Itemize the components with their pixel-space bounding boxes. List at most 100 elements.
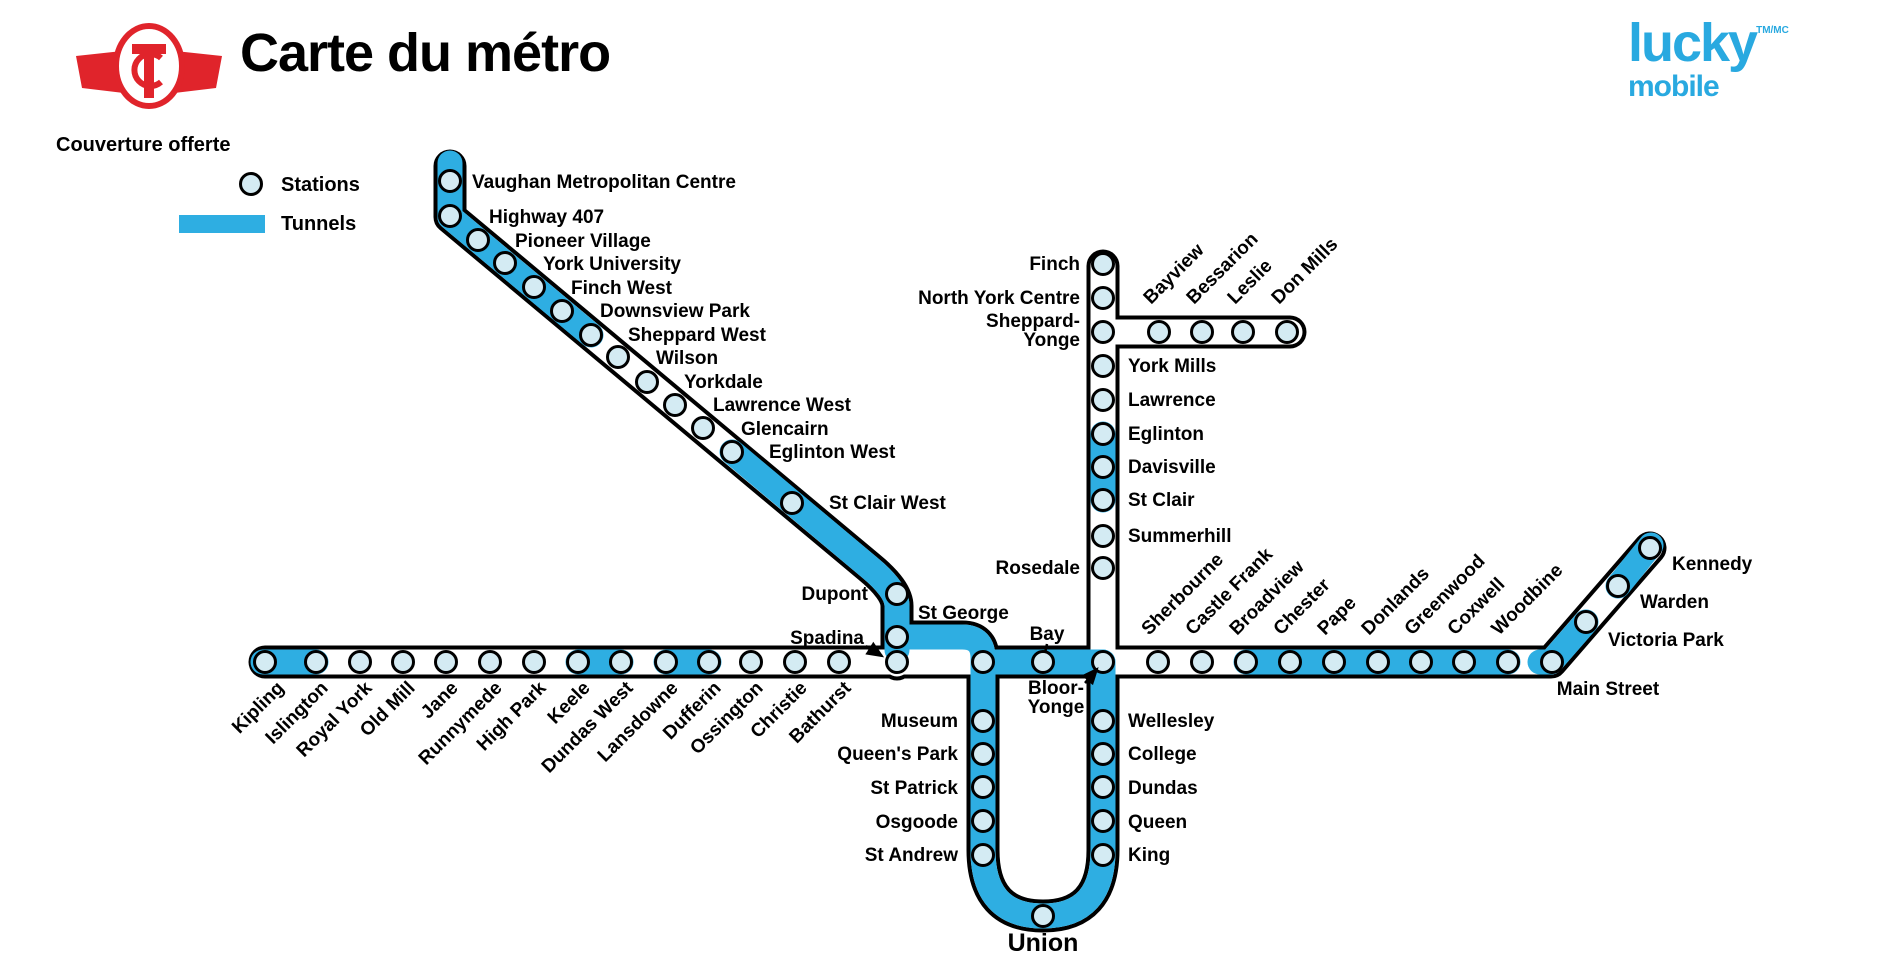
station-old-mill [391, 650, 415, 674]
label-summerhill: Summerhill [1128, 526, 1231, 547]
legend-title: Couverture offerte [56, 134, 231, 156]
station-broadview [1234, 650, 1258, 674]
label-queen-s-park: Queen's Park [837, 744, 958, 765]
label-sheppard-west: Sheppard West [628, 325, 767, 346]
label-wilson: Wilson [656, 348, 718, 369]
label-lawrence-west: Lawrence West [713, 395, 852, 416]
bloor-yonge-pointer [1081, 667, 1099, 686]
label-rosedale: Rosedale [996, 558, 1080, 579]
station-leslie [1231, 320, 1255, 344]
station-glencairn [691, 416, 715, 440]
label-college: College [1128, 744, 1197, 765]
label-pioneer-village: Pioneer Village [515, 231, 651, 252]
station-sheppard-yonge [1091, 320, 1115, 344]
label-main-street: Main Street [1557, 679, 1660, 700]
station-bathurst [827, 650, 851, 674]
station-bayview [1147, 320, 1171, 344]
station-osgoode [971, 809, 995, 833]
station-royal-york [348, 650, 372, 674]
station-kipling [253, 650, 277, 674]
label-york-university: York University [543, 254, 681, 275]
station-bessarion [1190, 320, 1214, 344]
legend-stations-label: Stations [281, 174, 360, 196]
station-sheppard-west [579, 323, 603, 347]
station-st-andrew [971, 843, 995, 867]
station-st-clair [1091, 488, 1115, 512]
station-christie [783, 650, 807, 674]
station-pape [1322, 650, 1346, 674]
label-highway-407: Highway 407 [489, 207, 604, 228]
station-king [1091, 843, 1115, 867]
station-keele [566, 650, 590, 674]
label-don-mills: Don Mills [1268, 234, 1343, 309]
label-king: King [1128, 845, 1170, 866]
station-bay [1031, 650, 1055, 674]
station-dundas [1091, 775, 1115, 799]
ttc-logo-emblem [76, 23, 222, 109]
station-lansdowne [654, 650, 678, 674]
station-dufferin [697, 650, 721, 674]
station-wilson [606, 345, 630, 369]
station-dundas-west [609, 650, 633, 674]
station-jane [434, 650, 458, 674]
label-wellesley: Wellesley [1128, 711, 1215, 732]
label-dundas: Dundas [1128, 778, 1198, 799]
station-woodbine [1496, 650, 1520, 674]
label-museum: Museum [881, 711, 958, 732]
ttc-logo [76, 23, 222, 109]
station-lawrence-west [663, 393, 687, 417]
label-st-clair-west: St Clair West [829, 493, 947, 514]
station-downsview-park [550, 299, 574, 323]
station-st-patrick [971, 775, 995, 799]
bay-pointer [1043, 643, 1049, 654]
label-north-york-centre: North York Centre [918, 288, 1080, 309]
tunnel-university-loop [886, 624, 1116, 929]
station-spadina-line-1 [885, 625, 909, 649]
station-don-mills [1275, 320, 1299, 344]
station-greenwood [1409, 650, 1433, 674]
station-finch-west [522, 275, 546, 299]
label-spadina: Spadina [790, 628, 864, 649]
station-kennedy [1638, 536, 1662, 560]
label-st-andrew: St Andrew [865, 845, 958, 866]
lucky-mobile-wordmark: mobile [1628, 70, 1720, 103]
label-eglinton: Eglinton [1128, 424, 1204, 445]
label-davisville: Davisville [1128, 457, 1216, 478]
station-summerhill [1091, 524, 1115, 548]
label-kennedy: Kennedy [1672, 554, 1753, 575]
station-main-street [1540, 650, 1564, 674]
station-legend-swatch [239, 172, 263, 196]
station-coxwell [1452, 650, 1476, 674]
station-museum [971, 709, 995, 733]
label-queen: Queen [1128, 812, 1187, 833]
station-wellesley [1091, 709, 1115, 733]
label-finch-west: Finch West [571, 278, 673, 299]
station-donlands [1366, 650, 1390, 674]
lucky-trademark: TM/MC [1756, 25, 1789, 36]
station-castle-frank [1190, 650, 1214, 674]
label-downsview-park: Downsview Park [600, 301, 750, 322]
station-york-university [493, 251, 517, 275]
station-pioneer-village [466, 228, 490, 252]
station-highway-407 [438, 204, 462, 228]
station-eglinton [1091, 422, 1115, 446]
label-osgoode: Osgoode [876, 812, 958, 833]
station-sherbourne [1146, 650, 1170, 674]
station-queen [1091, 809, 1115, 833]
label-st-george: St George [918, 603, 1009, 624]
station-spadina-line-2 [885, 650, 909, 674]
label-york-mills: York Mills [1128, 356, 1216, 377]
station-davisville [1091, 455, 1115, 479]
station-york-mills [1091, 354, 1115, 378]
tunnel-legend-swatch [179, 215, 265, 233]
station-union [1031, 904, 1055, 928]
station-victoria-park [1574, 610, 1598, 634]
station-st-george [971, 650, 995, 674]
label-woodbine: Woodbine [1488, 560, 1568, 640]
page-title: Carte du métro [240, 23, 611, 83]
station-ossington [739, 650, 763, 674]
station-eglinton-west [720, 440, 744, 464]
station-north-york-centre [1091, 286, 1115, 310]
legend-tunnels-label: Tunnels [281, 213, 357, 235]
